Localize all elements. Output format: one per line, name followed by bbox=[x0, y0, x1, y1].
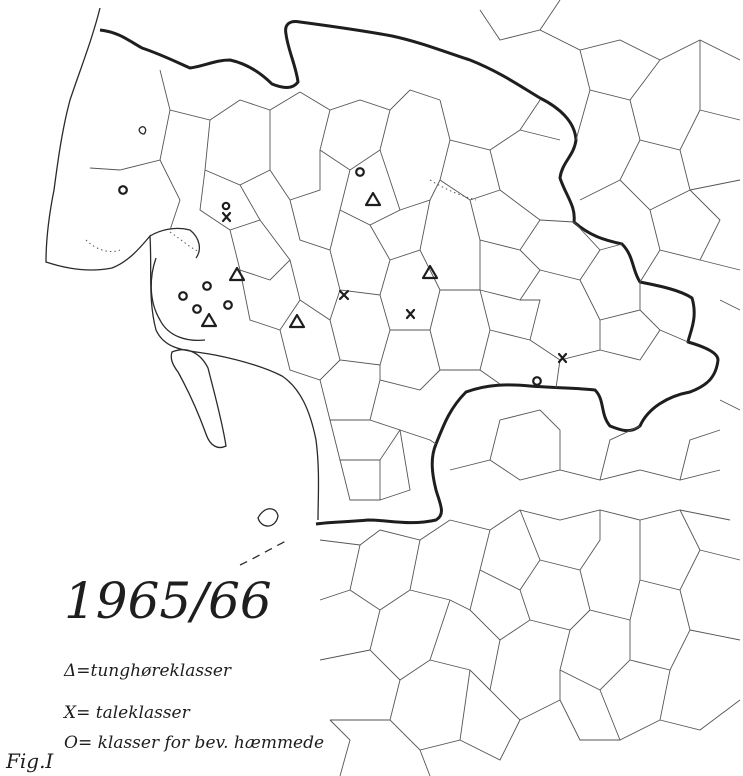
legend-glyph: X bbox=[62, 703, 77, 723]
map-title: 1965/66 bbox=[64, 572, 272, 630]
circle-marker bbox=[202, 281, 212, 291]
circle-marker bbox=[355, 167, 365, 177]
legend: Δ=tunghøreklasser X= taleklasser O= klas… bbox=[62, 661, 324, 753]
legend-item-cross: X= taleklasser bbox=[62, 703, 191, 723]
legend-text: = klasser for bev. hæmmede bbox=[78, 733, 324, 753]
legend-glyph: Δ bbox=[63, 661, 76, 681]
thick-borders bbox=[99, 20, 720, 526]
triangle-marker bbox=[364, 191, 382, 207]
legend-item-circle: O= klasser for bev. hæmmede bbox=[64, 733, 324, 753]
cross-marker bbox=[221, 211, 232, 223]
legend-glyph: O bbox=[64, 733, 78, 753]
cross-marker bbox=[338, 289, 350, 301]
circle-marker bbox=[192, 304, 202, 314]
circle-marker bbox=[178, 291, 188, 301]
triangle-marker bbox=[228, 266, 246, 282]
cross-marker bbox=[557, 352, 568, 364]
circle-marker bbox=[221, 201, 231, 211]
circle-marker bbox=[223, 300, 233, 310]
triangle-marker bbox=[200, 312, 218, 328]
circle-marker bbox=[118, 185, 128, 195]
circle-markers bbox=[118, 167, 542, 386]
cross-marker bbox=[405, 308, 416, 320]
dotted-lines bbox=[85, 179, 477, 253]
legend-text: = taleklasser bbox=[76, 703, 190, 723]
figure-label: Fig.I bbox=[5, 749, 54, 773]
triangle-marker bbox=[421, 264, 439, 280]
legend-item-triangle: Δ=tunghøreklasser bbox=[63, 661, 232, 681]
triangle-markers bbox=[200, 191, 439, 329]
coastline bbox=[45, 7, 320, 566]
triangle-marker bbox=[288, 313, 306, 329]
cross-markers bbox=[221, 211, 568, 364]
legend-text: =tunghøreklasser bbox=[76, 661, 232, 681]
parish-boundaries bbox=[89, 0, 741, 776]
circle-marker bbox=[532, 376, 542, 386]
